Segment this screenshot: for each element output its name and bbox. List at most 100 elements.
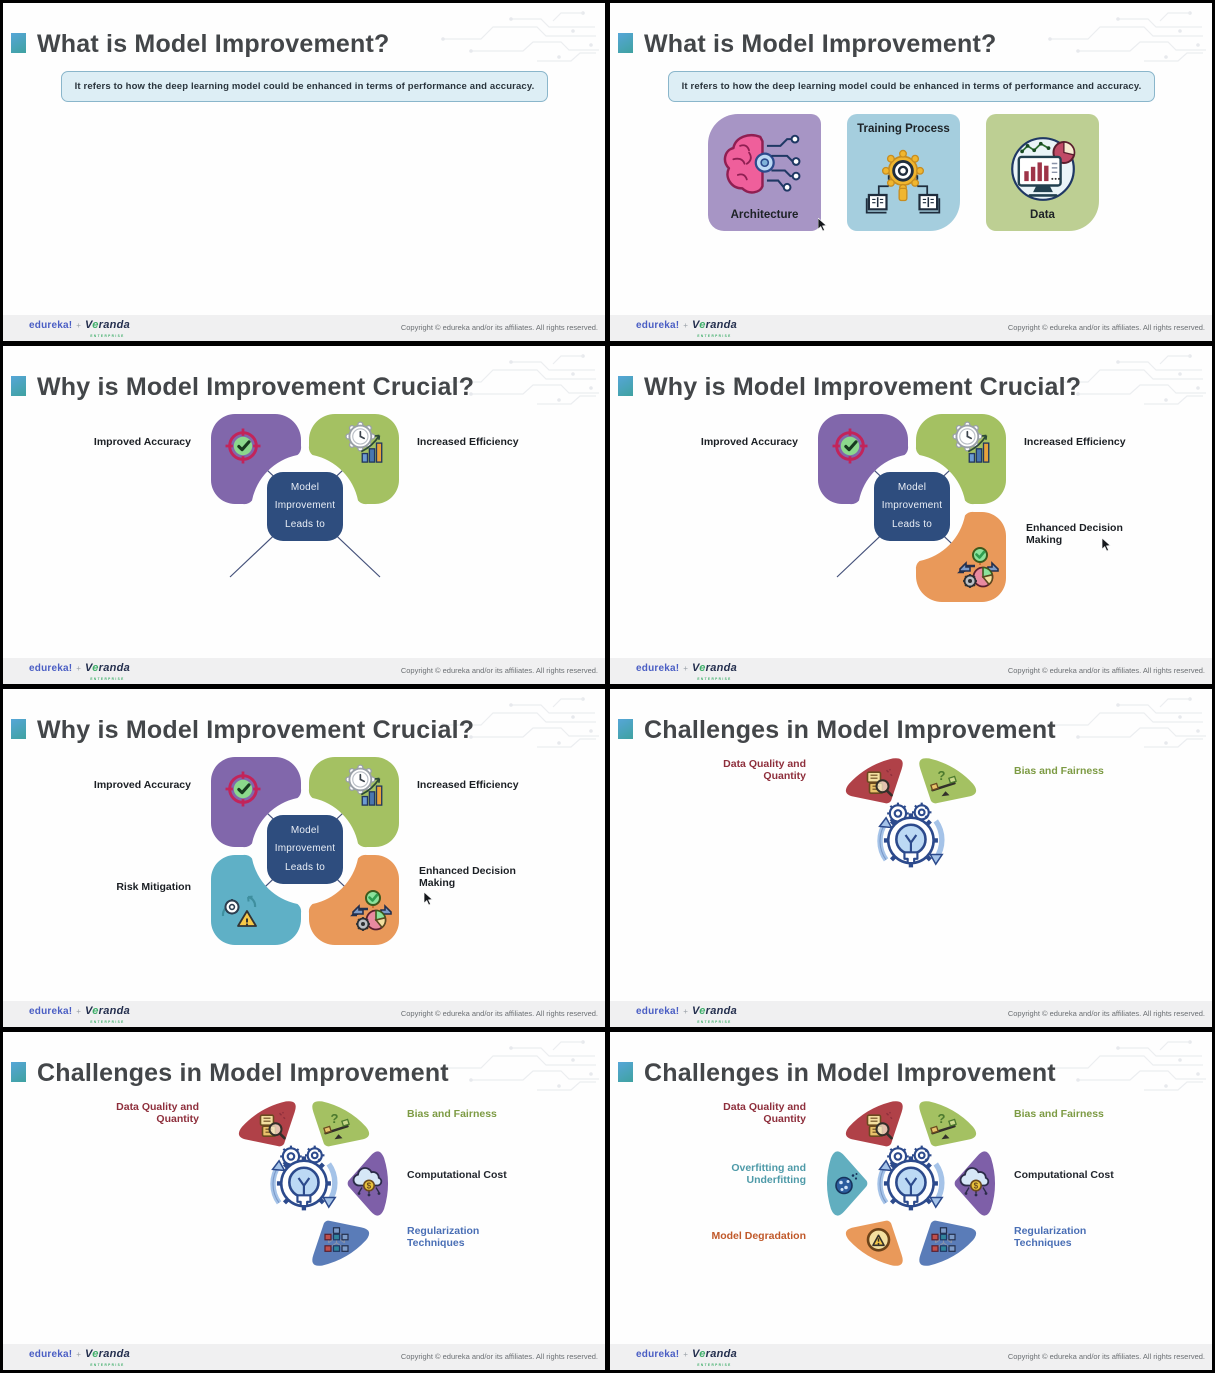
circuit-decoration-icon (441, 10, 600, 62)
veranda-logo: Veranda ENTERPRISE (692, 320, 737, 341)
label-improved-accuracy: Improved Accuracy (700, 436, 798, 448)
brand-logos: edureka! + Veranda ENTERPRISE (29, 1349, 130, 1370)
label-degradation: Model Degradation (711, 1230, 806, 1242)
slide-title: Why is Model Improvement Crucial? (644, 373, 1082, 401)
challenges-diagram (841, 751, 981, 1027)
veranda-enterprise-label: ENTERPRISE (697, 677, 732, 681)
card-label: Data (1030, 209, 1055, 221)
brand-logos: edureka! + Veranda ENTERPRISE (29, 663, 130, 684)
label-regularization: Regularization Techniques (1014, 1225, 1087, 1249)
slide-7-challenges: Challenges in Model Improvement Data Qua… (3, 1032, 605, 1370)
slide-footer: edureka! + Veranda ENTERPRISE Copyright … (3, 1001, 605, 1027)
title-bullet-icon (618, 719, 633, 739)
veranda-logo: Veranda ENTERPRISE (85, 1349, 130, 1370)
slide-footer: edureka! + Veranda ENTERPRISE Copyright … (610, 1344, 1212, 1370)
label-computational-cost: Computational Cost (407, 1169, 507, 1181)
slide-4-why-crucial: Why is Model Improvement Crucial? Model … (610, 346, 1212, 684)
challenges-diagram (827, 1094, 995, 1273)
bulb-gear-icon (880, 803, 943, 868)
brand-logos: edureka! + Veranda ENTERPRISE (636, 1006, 737, 1027)
plus-separator: + (683, 321, 688, 330)
label-increased-efficiency: Increased Efficiency (417, 779, 519, 791)
center-line: Model (897, 481, 927, 493)
copyright-text: Copyright © edureka and/or its affiliate… (400, 323, 598, 332)
center-line: Leads to (285, 518, 325, 530)
veranda-logo: Veranda ENTERPRISE (85, 1006, 130, 1027)
edureka-logo: edureka! (29, 663, 73, 674)
brand-logos: edureka! + Veranda ENTERPRISE (29, 1006, 130, 1027)
center-line: Improvement (274, 500, 336, 512)
edureka-logo: edureka! (636, 663, 680, 674)
brand-logos: edureka! + Veranda ENTERPRISE (29, 320, 130, 341)
label-overfitting: Overfitting and Underfitting (731, 1162, 806, 1186)
label-enhanced-decision: Enhanced Decision Making (419, 865, 516, 889)
veranda-enterprise-label: ENTERPRISE (697, 334, 732, 338)
mouse-cursor-icon[interactable] (424, 892, 434, 907)
slide-title: Challenges in Model Improvement (644, 1059, 1056, 1087)
veranda-logo: Veranda ENTERPRISE (692, 1349, 737, 1370)
label-bias-fairness: Bias and Fairness (407, 1108, 497, 1120)
center-line: Improvement (274, 843, 336, 855)
veranda-logo: Veranda ENTERPRISE (85, 320, 130, 341)
brand-logos: edureka! + Veranda ENTERPRISE (636, 1349, 737, 1370)
bulb-gear-icon (273, 1146, 336, 1211)
veranda-enterprise-label: ENTERPRISE (90, 334, 125, 338)
plus-separator: + (76, 664, 81, 673)
label-risk-mitigation: Risk Mitigation (116, 881, 191, 893)
slide-title: Why is Model Improvement Crucial? (37, 716, 475, 744)
veranda-enterprise-label: ENTERPRISE (90, 677, 125, 681)
slide-title: Challenges in Model Improvement (644, 716, 1056, 744)
slide-footer: edureka! + Veranda ENTERPRISE Copyright … (3, 315, 605, 341)
title-bullet-icon (11, 1062, 26, 1082)
slide-5-why-crucial: Why is Model Improvement Crucial? Model … (3, 689, 605, 1027)
bulb-gear-icon (880, 1146, 943, 1211)
edureka-logo: edureka! (29, 1349, 73, 1360)
copyright-text: Copyright © edureka and/or its affiliate… (1007, 666, 1205, 675)
plus-separator: + (683, 1350, 688, 1359)
veranda-logo: Veranda ENTERPRISE (85, 663, 130, 684)
copyright-text: Copyright © edureka and/or its affiliate… (1007, 1352, 1205, 1361)
plus-separator: + (76, 321, 81, 330)
definition-text: It refers to how the deep learning model… (74, 81, 535, 92)
label-data-quality: Data Quality and Quantity (116, 1101, 199, 1125)
brand-logos: edureka! + Veranda ENTERPRISE (636, 320, 737, 341)
slide-footer: edureka! + Veranda ENTERPRISE Copyright … (3, 1344, 605, 1370)
card-label: Architecture (730, 209, 799, 221)
slide-6-challenges: Challenges in Model Improvement Data Qua… (610, 689, 1212, 1027)
label-improved-accuracy: Improved Accuracy (93, 436, 191, 448)
slide-3-why-crucial: Why is Model Improvement Crucial? Model … (3, 346, 605, 684)
card-architecture: Architecture (708, 114, 821, 231)
slide-footer: edureka! + Veranda ENTERPRISE Copyright … (610, 315, 1212, 341)
slide-title: What is Model Improvement? (37, 30, 390, 58)
label-data-quality: Data Quality and Quantity (723, 758, 806, 782)
copyright-text: Copyright © edureka and/or its affiliate… (400, 1009, 598, 1018)
mouse-cursor-icon[interactable] (818, 218, 828, 233)
center-line: Model (290, 481, 320, 493)
veranda-enterprise-label: ENTERPRISE (90, 1363, 125, 1367)
label-increased-efficiency: Increased Efficiency (1024, 436, 1126, 448)
center-line: Improvement (881, 500, 943, 512)
card-training-process: Training Process (847, 114, 960, 231)
slide-title: Why is Model Improvement Crucial? (37, 373, 475, 401)
circuit-decoration-icon (1048, 10, 1207, 62)
label-regularization: Regularization Techniques (407, 1225, 480, 1249)
card-label: Training Process (857, 123, 950, 135)
copyright-text: Copyright © edureka and/or its affiliate… (400, 1352, 598, 1361)
copyright-text: Copyright © edureka and/or its affiliate… (1007, 323, 1205, 332)
veranda-logo: Veranda ENTERPRISE (692, 663, 737, 684)
title-bullet-icon (11, 33, 26, 53)
plus-separator: + (683, 1007, 688, 1016)
label-computational-cost: Computational Cost (1014, 1169, 1114, 1181)
title-bullet-icon (11, 719, 26, 739)
mouse-cursor-icon[interactable] (1102, 538, 1112, 553)
plus-separator: + (76, 1007, 81, 1016)
copyright-text: Copyright © edureka and/or its affiliate… (1007, 1009, 1205, 1018)
label-bias-fairness: Bias and Fairness (1014, 765, 1104, 777)
brand-logos: edureka! + Veranda ENTERPRISE (636, 663, 737, 684)
definition-box: It refers to how the deep learning model… (668, 71, 1155, 102)
title-bullet-icon (11, 376, 26, 396)
center-box: Model Improvement Leads to (874, 472, 950, 541)
label-increased-efficiency: Increased Efficiency (417, 436, 519, 448)
edureka-logo: edureka! (636, 1349, 680, 1360)
